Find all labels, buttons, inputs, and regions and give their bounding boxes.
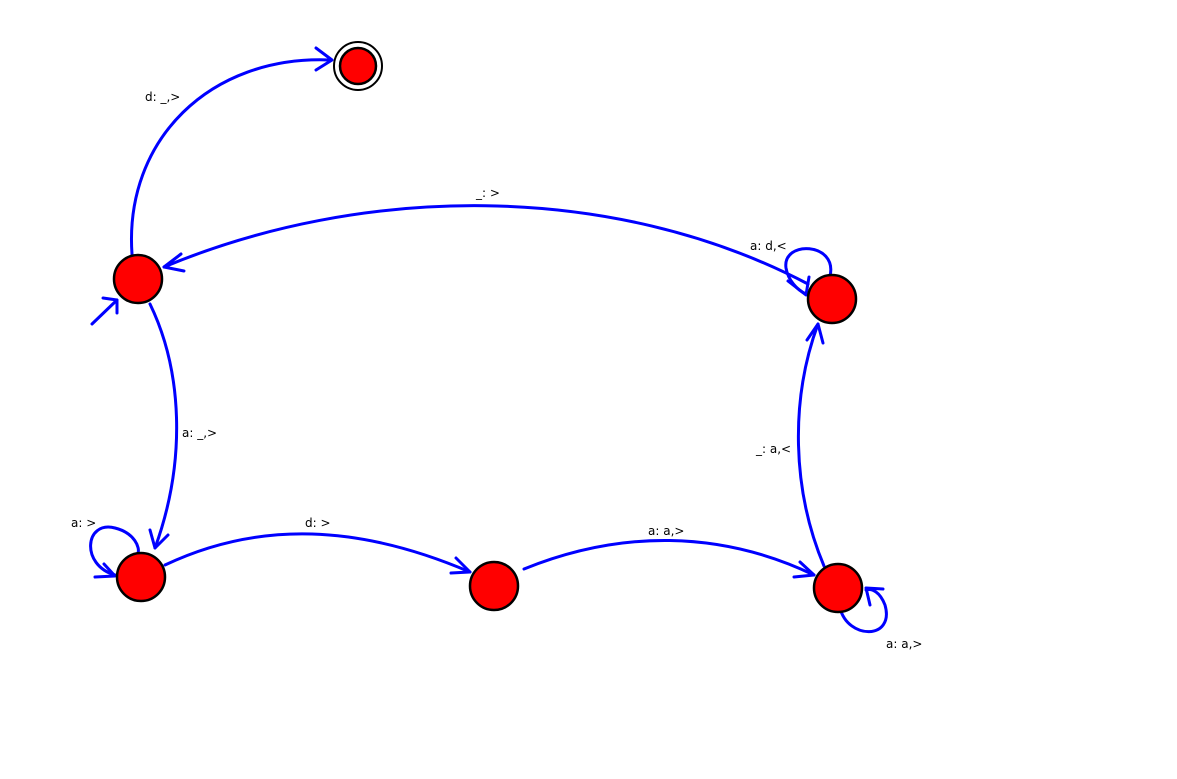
state-q4 xyxy=(806,273,858,325)
transition-q1-self xyxy=(89,525,140,579)
edge-label-q0-q5: d: _,> xyxy=(145,90,180,104)
transition-q1-q2 xyxy=(163,532,472,575)
transition-q0-q5 xyxy=(130,46,334,256)
transition-q0-q1 xyxy=(148,302,179,550)
initial-arrow xyxy=(90,296,119,326)
transition-q4-q0 xyxy=(162,204,810,286)
accepting-ring xyxy=(333,41,383,91)
state-q2 xyxy=(468,560,520,612)
transition-q2-q3 xyxy=(522,539,816,579)
edge-label-q4-q0: _: > xyxy=(475,186,500,200)
state-q1 xyxy=(115,551,167,603)
edge-label-q1-self: a: > xyxy=(71,516,96,530)
edge-label-q4-self: a: d,< xyxy=(750,239,787,253)
transition-q3-self xyxy=(838,586,888,634)
edge-label-q0-q1: a: _,> xyxy=(182,426,217,440)
edge-label-q1-q2: d: > xyxy=(305,516,331,530)
edge-label-q3-q4: _: a,< xyxy=(755,442,791,456)
initial-state-q0 xyxy=(112,253,164,305)
accepting-state-q5 xyxy=(333,41,383,91)
transition-q4-self xyxy=(784,247,833,297)
state-q3 xyxy=(812,562,864,614)
edge-label-q2-q3: a: a,> xyxy=(648,524,684,538)
transition-q3-q4 xyxy=(796,322,826,568)
edge-label-q3-self: a: a,> xyxy=(886,637,922,651)
